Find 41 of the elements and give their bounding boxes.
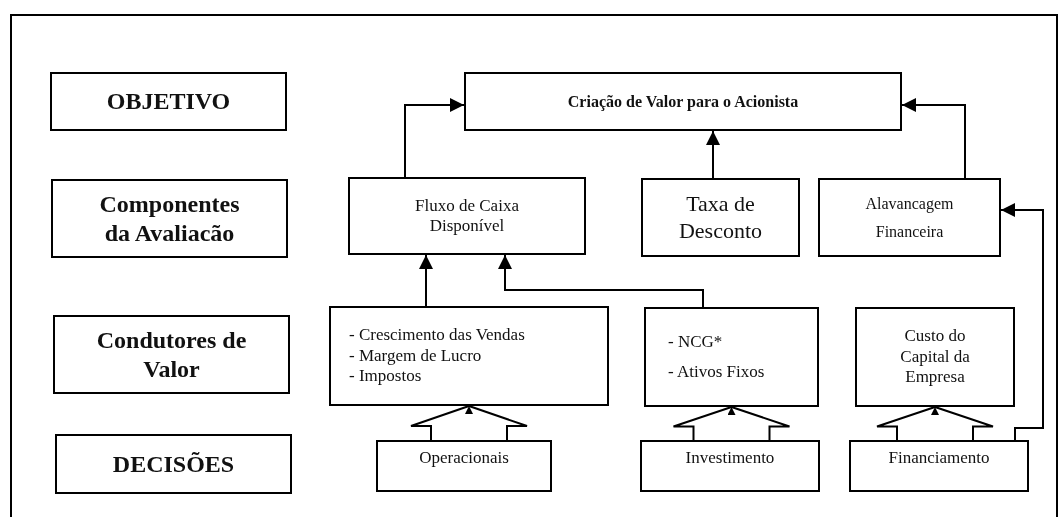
box-text: Criação de Valor para o Acionista — [567, 91, 799, 112]
box-text: - Impostos — [349, 366, 422, 387]
box-text: Alavancagem — [865, 194, 954, 214]
box-text: - Margem de Lucro — [349, 345, 482, 367]
arrow — [419, 254, 433, 307]
box-text: DECISÕES — [112, 449, 235, 479]
box-text: OBJETIVO — [106, 87, 231, 116]
box-text: Fluxo de Caixa Disponível — [414, 195, 520, 237]
block-arrow — [410, 405, 528, 441]
process-box — [849, 440, 1029, 492]
process-box — [348, 177, 586, 255]
process-box — [644, 307, 819, 407]
level-box — [55, 434, 292, 494]
arrow — [498, 254, 704, 308]
block-arrow — [876, 406, 994, 441]
process-box — [818, 178, 1001, 257]
level-box — [50, 72, 287, 131]
arrow — [706, 130, 720, 179]
arrow — [404, 98, 465, 178]
process-box — [329, 306, 609, 406]
box-text: Custo do Capital da Empresa — [899, 326, 971, 388]
box-text: - Crescimento das Vendas — [349, 325, 525, 346]
box-text: Financeira — [875, 221, 944, 241]
box-text: Condutores de Valor — [95, 325, 248, 384]
block-arrow — [672, 406, 791, 441]
level-box — [51, 179, 288, 258]
process-box — [464, 72, 902, 131]
box-text: Operacionais — [419, 448, 509, 469]
box-text: - Ativos Fixos — [668, 362, 765, 383]
process-box — [855, 307, 1015, 407]
box-text: Investimento — [685, 448, 775, 469]
process-box — [640, 440, 820, 492]
box-text: Componentes da Avaliacão — [98, 189, 241, 248]
box-text: - NCG* — [668, 331, 723, 352]
process-box — [641, 178, 800, 257]
arrow — [1000, 203, 1044, 441]
level-box — [53, 315, 290, 394]
arrow — [901, 98, 966, 179]
process-box — [376, 440, 552, 492]
box-text: Taxa de Desconto — [677, 191, 764, 244]
box-text: Financiamento — [888, 448, 990, 469]
